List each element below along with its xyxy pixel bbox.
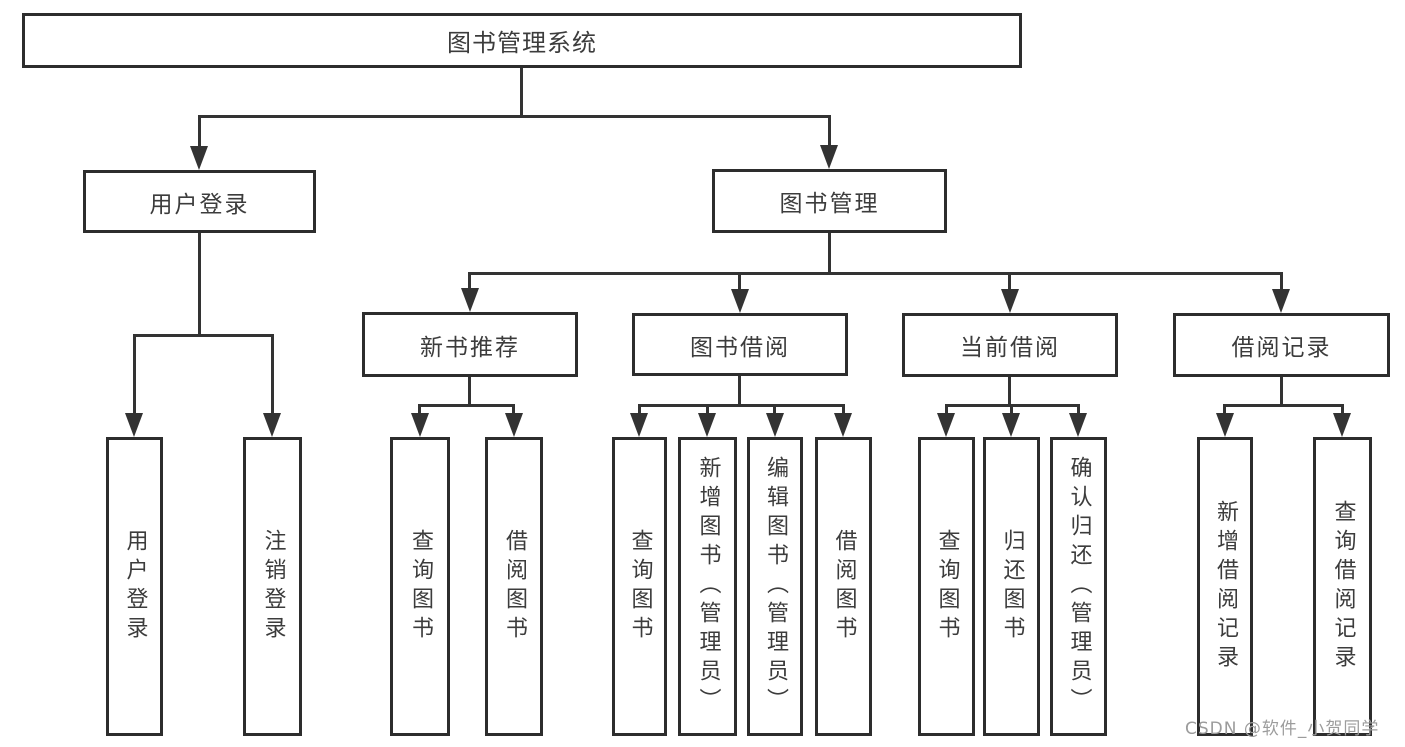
connector-line [842,404,845,417]
node-library-system: 图书管理系统 [22,13,1022,68]
leaf-edit-book-admin-label: 编辑图书（管理员） [763,456,788,717]
connector-arrow [125,413,143,437]
connector-line [468,272,1283,275]
connector-line [1010,404,1013,417]
leaf-query-books-current: 查询图书 [918,437,975,736]
connector-arrow [834,413,852,437]
leaf-user-login: 用户登录 [106,437,163,736]
leaf-confirm-return-admin-label: 确认归还（管理员） [1066,456,1092,717]
connector-arrow [411,413,429,437]
node-new-book-recommend: 新书推荐 [362,312,578,377]
connector-arrow [766,413,784,437]
connector-line [418,404,515,407]
node-book-borrowing: 图书借阅 [632,313,848,376]
leaf-query-borrow-record: 查询借阅记录 [1313,437,1372,736]
connector-line [418,404,421,417]
connector-arrow [1001,289,1019,313]
leaf-query-books-recommend-label: 查询图书 [408,528,433,645]
connector-arrow [1002,413,1020,437]
connector-line [738,376,741,407]
leaf-add-book-admin-label: 新增图书（管理员） [695,456,721,717]
connector-line [1077,404,1080,417]
connector-line [468,377,471,407]
leaf-add-borrow-record-label: 新增借阅记录 [1213,499,1238,674]
connector-line [1008,377,1011,407]
connector-line [512,404,515,417]
connector-arrow [505,413,523,437]
leaf-query-books-recommend: 查询图书 [390,437,450,736]
connector-line [520,68,523,118]
connector-line [773,404,776,417]
leaf-logout-label: 注销登录 [260,528,286,645]
connector-arrow [1272,289,1290,313]
connector-line [638,404,845,407]
node-current-borrowing: 当前借阅 [902,313,1118,377]
connector-arrow [461,288,479,312]
watermark: CSDN @软件_小贺同学 [1185,719,1380,739]
leaf-query-books-borrowing: 查询图书 [612,437,667,736]
connector-arrow [630,413,648,437]
connector-arrow [937,413,955,437]
connector-line [198,115,831,118]
leaf-borrow-books-recommend-label: 借阅图书 [502,528,527,645]
connector-arrow [263,413,281,437]
connector-line [1341,404,1344,417]
leaf-borrow-books-recommend: 借阅图书 [485,437,543,736]
leaf-confirm-return-admin: 确认归还（管理员） [1050,437,1107,736]
leaf-return-books: 归还图书 [983,437,1040,736]
connector-arrow [1216,413,1234,437]
connector-line [198,115,201,150]
connector-arrow [698,413,716,437]
node-user-login: 用户登录 [83,170,316,233]
node-book-management: 图书管理 [712,169,947,233]
connector-line [1280,377,1283,407]
leaf-add-book-admin: 新增图书（管理员） [678,437,737,736]
connector-line [638,404,641,417]
node-borrowing-records: 借阅记录 [1173,313,1390,377]
leaf-query-borrow-record-label: 查询借阅记录 [1330,499,1356,674]
connector-line [198,233,201,337]
leaf-edit-book-admin: 编辑图书（管理员） [747,437,803,736]
connector-arrow [190,146,208,170]
connector-line [1223,404,1226,417]
connector-line [271,334,274,417]
connector-line [468,272,471,293]
leaf-user-login-label: 用户登录 [122,528,148,645]
connector-line [133,334,136,417]
connector-line [738,272,741,293]
leaf-query-books-current-label: 查询图书 [934,528,960,645]
connector-arrow [820,145,838,169]
leaf-borrow-books-borrowing: 借阅图书 [815,437,872,736]
leaf-add-borrow-record: 新增借阅记录 [1197,437,1253,736]
leaf-borrow-books-borrowing-label: 借阅图书 [831,528,857,645]
connector-line [828,233,831,275]
connector-line [1008,272,1011,293]
connector-line [706,404,709,417]
connector-line [133,334,274,337]
connector-line [945,404,948,417]
leaf-logout: 注销登录 [243,437,302,736]
connector-line [828,115,831,150]
connector-line [1280,272,1283,293]
connector-arrow [1069,413,1087,437]
leaf-query-books-borrowing-label: 查询图书 [627,528,653,645]
connector-arrow [1333,413,1351,437]
leaf-return-books-label: 归还图书 [999,528,1025,645]
connector-line [1223,404,1344,407]
connector-arrow [731,289,749,313]
